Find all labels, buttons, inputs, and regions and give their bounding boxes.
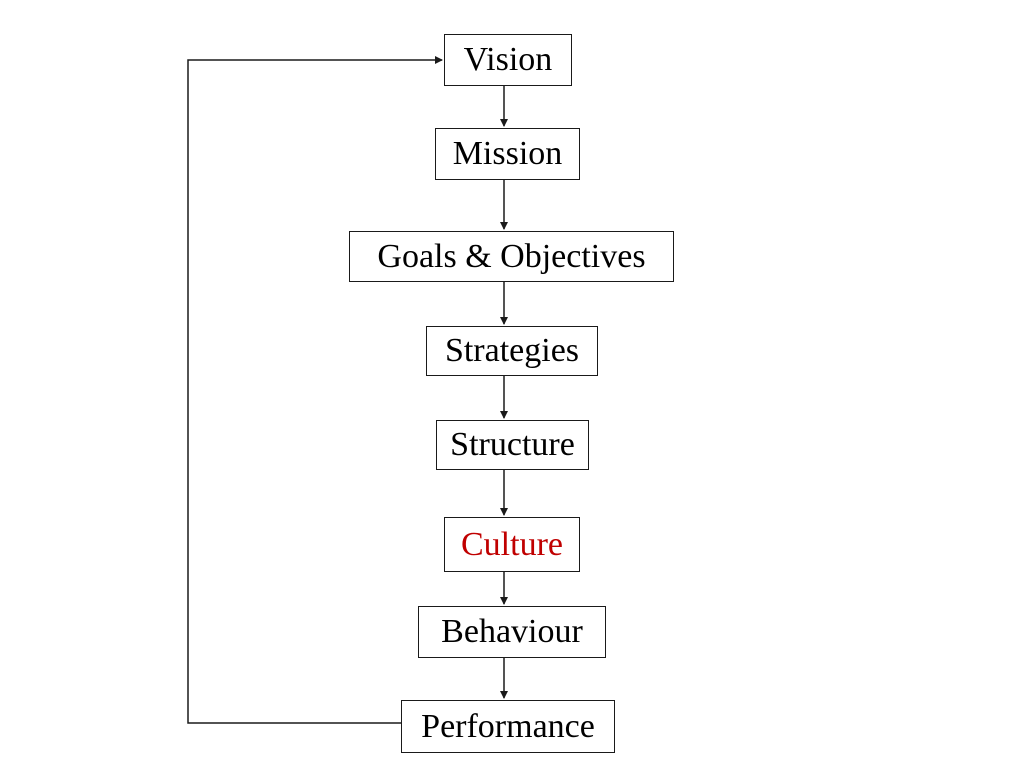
vision-label: Vision [463,41,553,78]
behaviour-box: Behaviour [418,606,606,658]
goals-objectives-label: Goals & Objectives [377,237,646,275]
structure-label: Structure [450,426,575,463]
mission-label: Mission [452,135,563,172]
strategies-label: Strategies [444,332,580,369]
goals-objectives-box: Goals & Objectives [349,231,674,282]
strategies-box: Strategies [426,326,598,376]
vision-box: Vision [444,34,572,86]
culture-label: Culture [461,525,563,563]
performance-label: Performance [421,707,595,745]
structure-box: Structure [436,420,589,470]
feedback-loop-arrow [187,56,443,724]
performance-box: Performance [401,700,615,753]
mission-box: Mission [435,128,580,180]
behaviour-label: Behaviour [441,613,583,650]
culture-box: Culture [444,517,580,572]
